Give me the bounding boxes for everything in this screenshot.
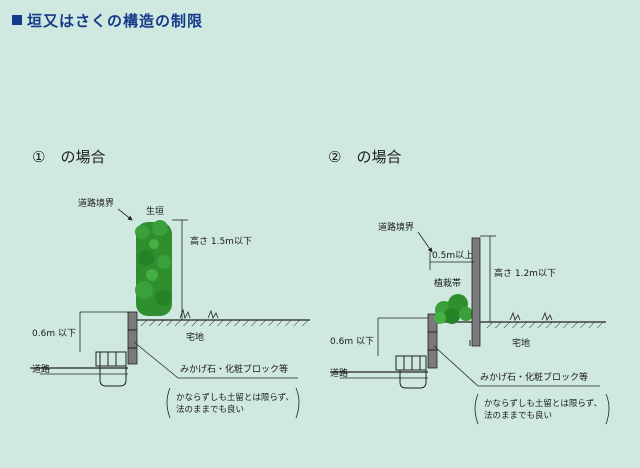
case2-height-label: 高さ 1.2m以下 [494,267,556,279]
page-title-text: 垣又はさくの構造の制限 [27,12,204,30]
case2-heading: ② の場合 [328,148,402,166]
case2-planting-bed [434,294,473,324]
case2-road-boundary-label: 道路境界 [378,221,414,233]
case1-lot-label: 宅地 [186,331,204,343]
case1-diagram: 道路境界 生垣 高さ 1.5m以下 0.6m 以下 道路 宅地 みかげ石・化粧ブ… [30,197,310,419]
case1-road-label: 道路 [32,363,50,375]
case2-block-label: みかげ石・化粧ブロック等 [480,371,588,383]
page-title: 垣又はさくの構造の制限 [12,10,203,31]
case2-depth-label: 0.6m 以下 [330,337,374,347]
case1-road-boundary-label: 道路境界 [78,197,114,209]
case1-hedge-label: 生垣 [146,205,164,217]
title-square-icon [12,15,22,25]
case2-ground-hatch [484,322,606,328]
case2-gutter [399,370,427,389]
case1-block-label: みかげ石・化粧ブロック等 [180,363,288,375]
case2-note-line1: かならずしも土留とは限らず、 [484,398,602,409]
case2-setback-label: 0.5m以上 [432,250,473,261]
case1-note-line2: 法のままでも良い [176,404,244,415]
case2-block-wall [427,313,438,369]
case2-road-label: 道路 [330,367,348,379]
case2-note-line2: 法のままでも良い [484,410,552,421]
case1-gutter [99,366,127,387]
case1-note-line1: かならずしも土留とは限らず、 [176,392,294,403]
case2-diagram: 道路境界 0.5m以上 植栽帯 高さ 1.2m以下 0.6m 以下 道路 宅地 … [330,221,610,425]
case1-depth-label: 0.6m 以下 [32,329,76,339]
case1-height-label: 高さ 1.5m以下 [190,235,252,247]
case1-heading: ① の場合 [32,148,106,166]
case1-ground-hatch [140,320,310,326]
case2-fence-post [471,237,481,347]
case2-lot-label: 宅地 [512,337,530,349]
case2-planting-label: 植栽帯 [434,277,461,289]
case2-drain [395,355,427,371]
case1-block-wall [127,311,138,365]
case1-hedge [135,220,172,316]
